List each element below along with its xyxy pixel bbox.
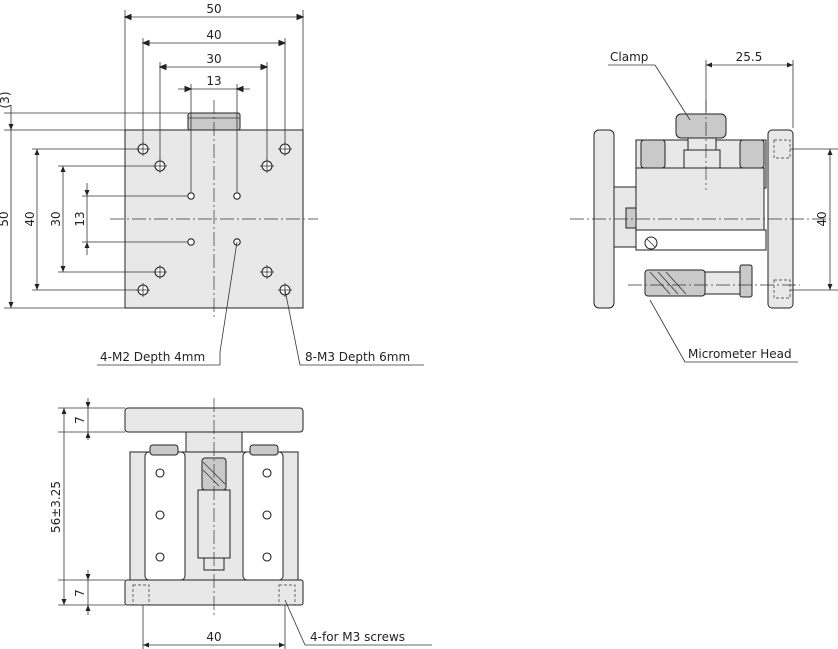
dim-13-h: 13 xyxy=(206,74,221,88)
callout-m3: 8-M3 Depth 6mm xyxy=(305,350,410,364)
m2-holes xyxy=(187,192,241,246)
dim-40-side: 40 xyxy=(815,211,829,226)
dim-40-h: 40 xyxy=(206,28,221,42)
clamp-knob xyxy=(675,113,727,139)
dim-40-v: 40 xyxy=(23,211,37,226)
dim-40-front: 40 xyxy=(206,630,221,644)
micrometer-body xyxy=(644,269,706,297)
callout-screws: 4-for M3 screws xyxy=(310,630,405,644)
clamp-label: Clamp xyxy=(610,50,648,64)
front-holes xyxy=(155,468,272,562)
dim-56: 56±3.25 xyxy=(49,481,63,533)
side-view: Clamp 25.5 40 Micrometer Head xyxy=(570,50,838,363)
front-view: 7 56±3.25 7 40 4-for M3 screws xyxy=(49,398,432,649)
dim-30-h: 30 xyxy=(206,52,221,66)
dim-30-v: 30 xyxy=(49,211,63,226)
micrometer-label: Micrometer Head xyxy=(688,347,792,361)
callout-m2: 4-M2 Depth 4mm xyxy=(100,350,205,364)
dim-25-5: 25.5 xyxy=(736,50,763,64)
top-dims-vertical xyxy=(4,105,188,309)
dim-7-top: 7 xyxy=(73,416,87,424)
dim-50-v: 50 xyxy=(0,211,11,226)
dim-13-v: 13 xyxy=(73,211,87,226)
top-view: 50 40 30 13 (3) 50 40 30 xyxy=(0,2,424,366)
dim-3: (3) xyxy=(0,92,12,109)
dim-50-h: 50 xyxy=(206,2,221,16)
dim-7-bottom: 7 xyxy=(73,589,87,597)
